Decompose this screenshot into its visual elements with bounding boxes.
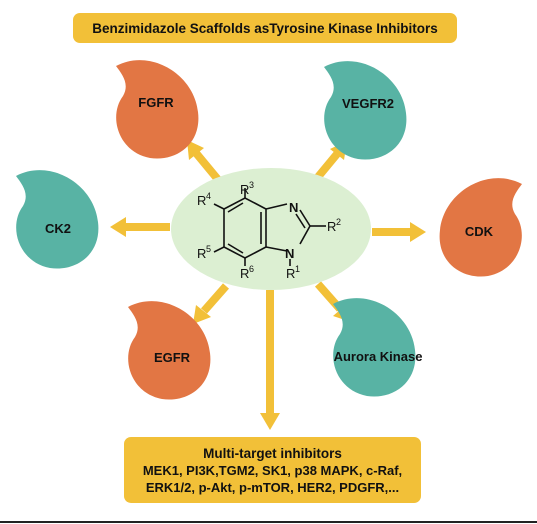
aurora-droplet [333, 298, 416, 397]
multi-target-heading: Multi-target inhibitors [203, 445, 342, 461]
bottom-rule [0, 521, 537, 523]
multi-target-line-1: MEK1, PI3K,TGM2, SK1, p38 MAPK, c-Raf, [142, 462, 403, 478]
multi-target-line-2: ERK1/2, p-Akt, p-mTOR, HER2, PDGFR,... [145, 479, 400, 495]
r5-superscript: 5 [206, 244, 211, 254]
target-egfr: EGFR [128, 301, 211, 400]
arrow-to-egfr [193, 283, 230, 324]
ck2-label: CK2 [45, 221, 71, 236]
vegfr2-label: VEGFR2 [342, 96, 394, 111]
arrow-to-multi [260, 290, 280, 430]
r6-label: R [240, 266, 249, 281]
target-ck2: CK2 [16, 170, 99, 269]
title-text: Benzimidazole Scaffolds asTyrosine Kinas… [92, 20, 438, 36]
r5-label: R [197, 246, 206, 261]
r1-label: R [286, 266, 295, 281]
atom-n-top: N [289, 200, 298, 215]
target-aurora: Aurora Kinase [333, 298, 423, 397]
r3-label: R [240, 182, 249, 197]
r3-superscript: 3 [249, 180, 254, 190]
atom-n-bottom: N [285, 246, 294, 261]
arrow-to-cdk [372, 222, 426, 242]
center-ellipse [171, 168, 371, 290]
ck2-droplet [16, 170, 99, 269]
aurora-label: Aurora Kinase [334, 349, 423, 364]
r4-superscript: 4 [206, 191, 211, 201]
title-banner: Benzimidazole Scaffolds asTyrosine Kinas… [73, 13, 457, 43]
fgfr-label: FGFR [138, 95, 174, 110]
multi-target-box: Multi-target inhibitors MEK1, PI3K,TGM2,… [124, 437, 421, 503]
r2-label: R [327, 219, 336, 234]
egfr-label: EGFR [154, 350, 191, 365]
arrow-to-fgfr [187, 140, 224, 185]
cdk-label: CDK [465, 224, 494, 239]
r1-superscript: 1 [295, 264, 300, 274]
benzimidazole-structure [213, 188, 326, 266]
target-cdk: CDK [439, 178, 522, 277]
target-vegfr2: VEGFR2 [324, 61, 407, 160]
arrow-to-ck2 [110, 217, 170, 237]
target-fgfr: FGFR [116, 60, 199, 159]
r4-label: R [197, 193, 206, 208]
benzimidazole-labels: N N R 2 R 3 R 4 R 5 R 6 R 1 [197, 180, 341, 281]
r2-superscript: 2 [336, 217, 341, 227]
r6-superscript: 6 [249, 264, 254, 274]
